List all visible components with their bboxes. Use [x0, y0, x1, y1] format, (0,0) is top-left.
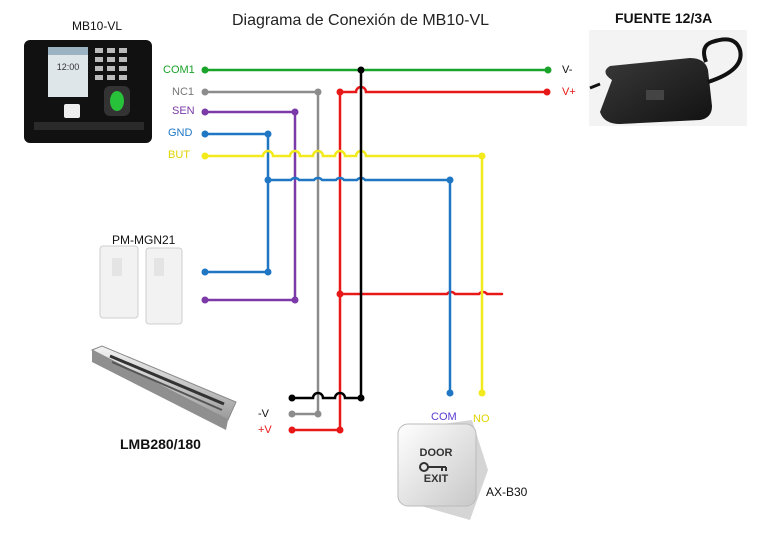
diagram-title: Diagrama de Conexión de MB10-VL — [232, 12, 490, 29]
wire-vminus — [290, 68, 363, 400]
wire-vplus — [290, 85, 549, 432]
wire-gnd — [203, 132, 270, 274]
controller-screen-time: 12:00 — [57, 62, 80, 72]
wire-vplus-branch — [338, 290, 504, 296]
terminal-gnd: GND — [168, 127, 193, 139]
button-name: AX-B30 — [486, 485, 528, 499]
door-sensor-device — [99, 245, 183, 325]
terminal-button-com: COM — [431, 411, 457, 423]
key-icon — [419, 462, 447, 472]
magnetic-lock-device — [90, 345, 237, 430]
wire-but — [203, 149, 484, 395]
controller-name: MB10-VL — [72, 19, 123, 33]
terminal-but: BUT — [168, 149, 190, 161]
terminal-nc1: NC1 — [172, 86, 195, 98]
terminal-vplus: V+ — [562, 86, 576, 98]
terminal-vminus: V- — [562, 64, 573, 76]
wire-sen — [203, 110, 297, 302]
lock-name: LMB280/180 — [120, 436, 201, 452]
wire-nc1 — [203, 90, 320, 416]
power-supply-device — [589, 30, 747, 126]
power-supply-name: FUENTE 12/3A — [615, 10, 713, 26]
terminal-com1: COM1 — [163, 64, 195, 76]
terminal-sen: SEN — [172, 105, 195, 117]
exit-button-device: DOOR EXIT — [397, 420, 488, 520]
terminal-lock-negative: -V — [258, 408, 269, 420]
junction-dots — [201, 66, 552, 434]
terminal-button-no: NO — [473, 413, 490, 425]
button-face-exit: EXIT — [424, 473, 449, 485]
button-face-door: DOOR — [420, 447, 453, 459]
terminal-lock-positive: +V — [258, 424, 272, 436]
controller-device: 12:00 — [24, 40, 152, 143]
sensor-name: PM-MGN21 — [112, 233, 176, 247]
